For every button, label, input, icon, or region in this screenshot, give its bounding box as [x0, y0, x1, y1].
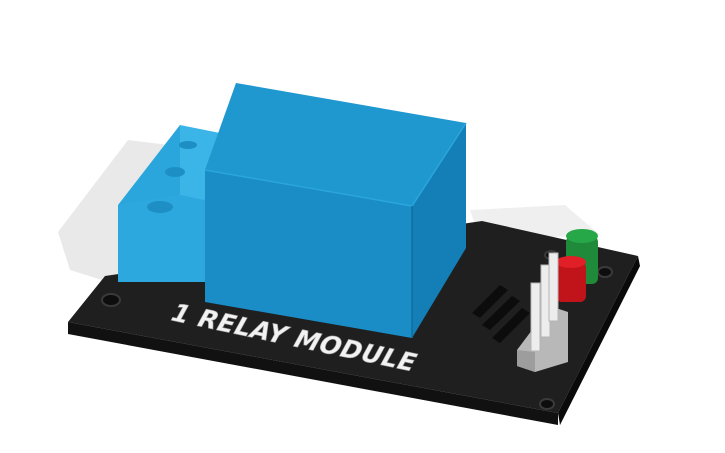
relay-side-face	[412, 123, 466, 338]
mounting-hole-left	[101, 293, 121, 307]
component-marks	[472, 285, 530, 343]
relay-front-face	[205, 170, 412, 338]
mounting-hole-right-bottom	[539, 398, 555, 410]
led-red[interactable]	[556, 256, 586, 302]
relay-top-face	[205, 83, 466, 206]
mounting-hole-right-top	[597, 266, 613, 278]
pcb-edge-front	[68, 322, 558, 425]
pcb-edge-right	[558, 256, 640, 425]
header-pins[interactable]	[517, 252, 568, 372]
relay-body[interactable]	[204, 83, 467, 338]
